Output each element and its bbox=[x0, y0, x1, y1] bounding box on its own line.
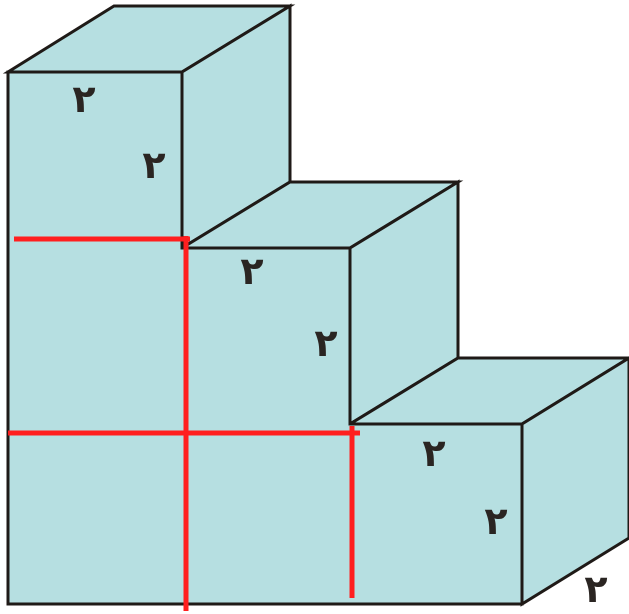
label-column-1-side-edge: ٢ bbox=[142, 143, 165, 187]
label-column-3-top-edge: ٢ bbox=[422, 431, 445, 475]
front-stepped-face bbox=[6, 70, 524, 606]
label-column-3-side-edge: ٢ bbox=[484, 499, 507, 543]
label-column-2-side-edge: ٢ bbox=[314, 321, 337, 365]
label-column-1-top-edge: ٢ bbox=[72, 77, 95, 121]
label-column-3-depth-edge: ٢ bbox=[584, 567, 607, 611]
label-column-2-top-edge: ٢ bbox=[240, 249, 263, 293]
